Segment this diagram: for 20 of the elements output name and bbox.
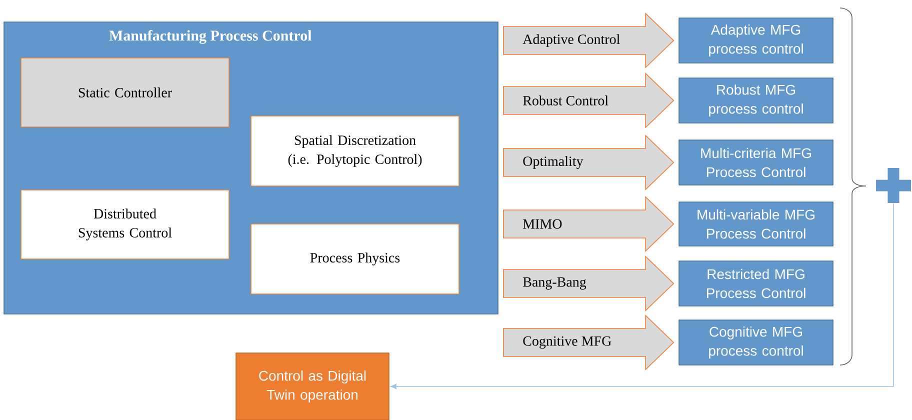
result-box: Cognitive MFG process control: [678, 320, 834, 366]
process-box: Static Controller: [20, 58, 230, 128]
block-arrow: [503, 196, 674, 252]
edge-label: Cognitive MFG: [522, 335, 613, 350]
edge-label: Bang-Bang: [522, 276, 588, 291]
result-box: Robust MFG process control: [678, 78, 834, 124]
process-box: Distributed Systems Control: [20, 190, 230, 260]
process-box: Process Physics: [250, 224, 460, 294]
output-box: Control as Digital Twin operation: [236, 352, 390, 420]
result-box: Adaptive MFG process control: [678, 18, 834, 64]
edge-label: Robust Control: [522, 94, 610, 106]
result-box: Multi-variable MFG Process Control: [678, 202, 834, 246]
edge-label: Adaptive Control: [522, 33, 622, 48]
plus-symbol: [876, 168, 912, 203]
result-box: Restricted MFG Process Control: [678, 260, 834, 306]
edge-label: MIMO: [522, 218, 564, 230]
result-box: Multi-criteria MFG Process Control: [678, 140, 834, 186]
process-box: Spatial Discretization (i.e. Polytopic Control): [250, 116, 460, 186]
connector-arrow: [390, 202, 894, 390]
edge-label: Optimality: [522, 155, 584, 170]
